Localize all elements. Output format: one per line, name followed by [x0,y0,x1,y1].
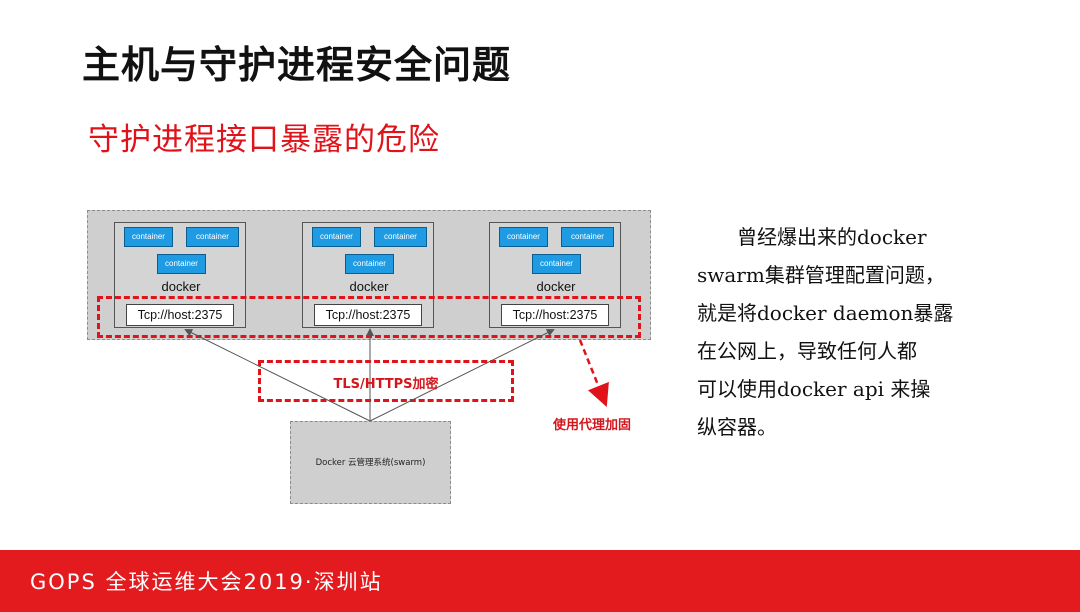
description-line: 可以使用docker api 来操 [697,377,931,401]
tcp-endpoint-1: Tcp://host:2375 [126,304,234,326]
footer-text: GOPS 全球运维大会2019·深圳站 [30,570,383,594]
container-box: container [561,227,614,247]
tcp-endpoint-3: Tcp://host:2375 [501,304,609,326]
swarm-manager-box: Docker 云管理系统(swarm) [290,421,451,504]
description-text: 曾经爆出来的docker swarm集群管理配置问题， 就是将docker da… [697,218,987,446]
link-line-host-3 [369,329,555,422]
footer-bar: GOPS 全球运维大会2019·深圳站 [0,550,1080,612]
proxy-label: 使用代理加固 [553,418,632,433]
description-line: 纵容器。 [697,415,777,439]
container-box: container [186,227,239,247]
container-box: container [312,227,361,247]
description-line: 在公网上，导致任何人都 [697,339,917,363]
docker-engine-label: docker [161,279,201,294]
description-line: 曾经爆出来的docker [697,225,927,249]
container-box: container [374,227,427,247]
proxy-dashed-region [97,296,641,338]
link-line-host-1 [184,329,371,422]
description-line: 就是将docker daemon暴露 [697,301,954,325]
container-box: container [124,227,173,247]
docker-engine-label: docker [536,279,576,294]
description-line: swarm集群管理配置问题， [697,263,945,287]
slide-subtitle: 守护进程接口暴露的危险 [88,122,440,158]
docker-engine-label: docker [349,279,389,294]
proxy-arrow [578,339,609,407]
container-box: container [157,254,206,274]
tls-label: TLS/HTTPS加密 [333,377,439,392]
tls-dashed-region [258,360,514,402]
container-box: container [345,254,394,274]
container-box: container [499,227,548,247]
slide-title: 主机与守护进程安全问题 [82,43,512,87]
container-box: container [532,254,581,274]
tcp-endpoint-2: Tcp://host:2375 [314,304,422,326]
